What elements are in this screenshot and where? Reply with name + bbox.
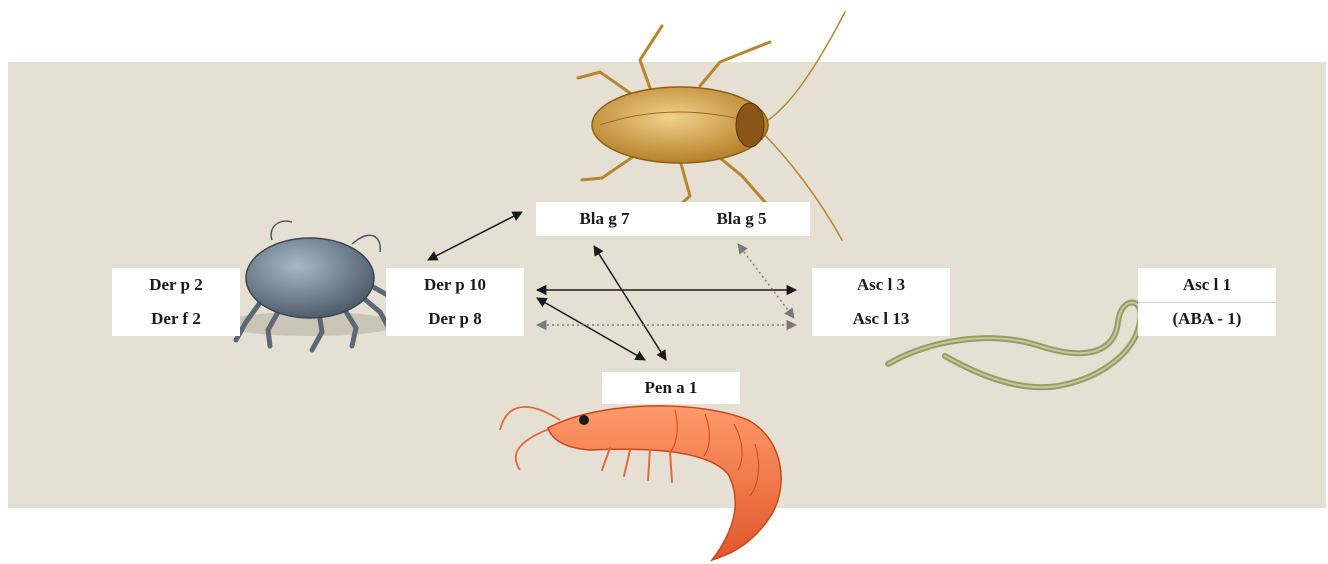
label-der-f2: Der f 2 [112, 302, 240, 336]
label-der-p2: Der p 2 [112, 268, 240, 302]
arrow-derp10-blag7 [428, 212, 522, 260]
arrow-blag5-ascl13 [738, 244, 794, 318]
label-asc-l3-l13: Asc l 3 Asc l 13 [812, 268, 950, 336]
label-bla-g7: Bla g 7 [536, 202, 673, 236]
label-asc-l1: Asc l 1 [1138, 268, 1276, 302]
label-der-p10: Der p 10 [386, 268, 524, 302]
label-der-p10-p8: Der p 10 Der p 8 [386, 268, 524, 336]
label-asc-l3: Asc l 3 [812, 268, 950, 302]
dust-mite-illustration [220, 221, 408, 350]
arrow-derp10-pena1 [537, 298, 645, 360]
label-aba1: (ABA - 1) [1138, 302, 1276, 337]
label-der-p8: Der p 8 [386, 302, 524, 336]
shrimp-illustration [500, 406, 781, 560]
label-bla-g: Bla g 7 Bla g 5 [536, 202, 810, 236]
label-asc-l1-aba1: Asc l 1 (ABA - 1) [1138, 268, 1276, 336]
label-pen-a1: Pen a 1 [602, 372, 740, 404]
label-asc-l13: Asc l 13 [812, 302, 950, 336]
label-bla-g5: Bla g 5 [673, 202, 810, 236]
arrow-blag7-pena1 [594, 246, 666, 360]
label-der-p2-f2: Der p 2 Der f 2 [112, 268, 240, 336]
